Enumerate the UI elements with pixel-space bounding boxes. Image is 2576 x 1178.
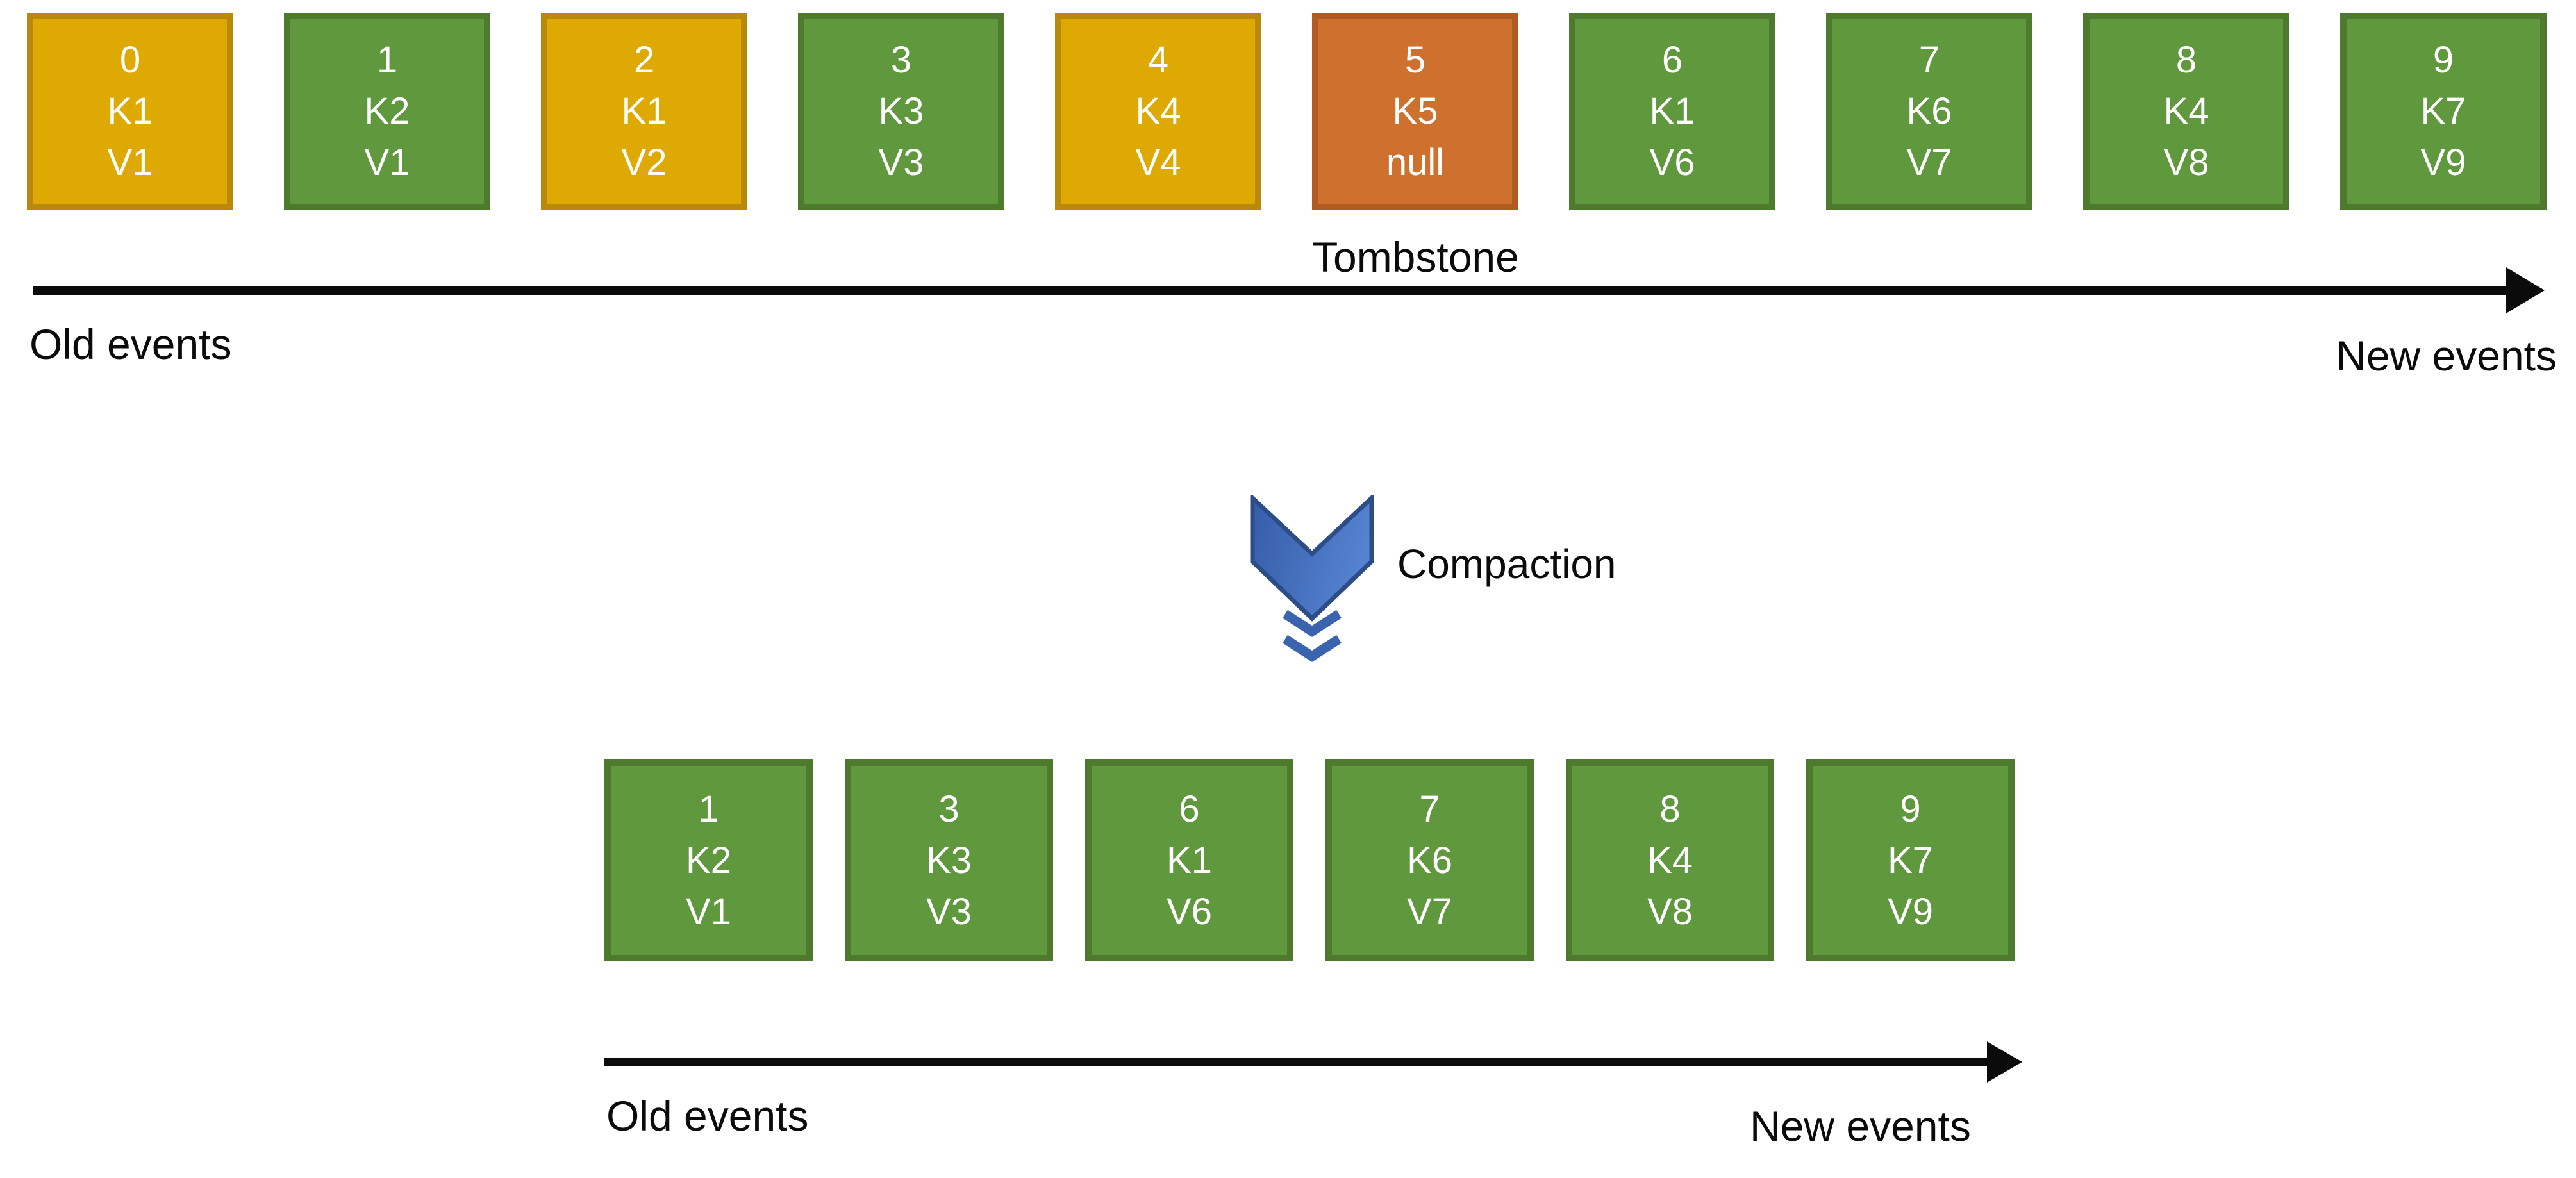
event-offset: 0: [119, 39, 141, 81]
event-offset: 4: [1147, 39, 1169, 81]
event-value: V9: [1888, 890, 1933, 933]
event-offset: 5: [1404, 39, 1426, 81]
event-offset: 1: [698, 788, 719, 830]
bottom-old-events-label: Old events: [606, 1092, 809, 1140]
event-value: V8: [2163, 142, 2209, 183]
event-value: V6: [1649, 142, 1695, 183]
event-offset: 9: [2432, 39, 2454, 81]
event-value: V2: [621, 142, 667, 183]
event-value: V9: [2420, 142, 2466, 183]
compaction-arrow-icon: [1250, 495, 1374, 662]
tombstone-label: Tombstone: [1312, 233, 1519, 281]
event-offset: 8: [1659, 788, 1681, 830]
event-value: V7: [1906, 142, 1952, 183]
event-key: K3: [878, 90, 924, 132]
event-key: K3: [926, 839, 972, 881]
bottom-new-events-label: New events: [1750, 1102, 1971, 1150]
event-offset: 3: [938, 788, 960, 830]
event-key: K6: [1906, 90, 1952, 132]
top-timeline-arrowhead-icon: [2506, 267, 2545, 313]
top-old-events-label: Old events: [29, 320, 232, 368]
event-key: K1: [1167, 839, 1212, 881]
event-value: V1: [364, 142, 410, 183]
event-value: V3: [926, 890, 972, 933]
event-value: V3: [878, 142, 924, 183]
event-offset: 2: [633, 39, 655, 81]
event-key: K4: [2163, 90, 2209, 132]
top-new-events-label: New events: [2336, 332, 2557, 379]
event-key: K2: [364, 90, 410, 132]
bottom-timeline-arrow: [604, 1058, 1992, 1066]
event-offset: 3: [890, 39, 912, 81]
event-offset: 8: [2175, 39, 2197, 81]
event-value: V8: [1647, 890, 1693, 933]
event-key: K5: [1392, 90, 1438, 132]
event-key: K7: [1888, 839, 1933, 881]
event-offset: 6: [1179, 788, 1200, 830]
event-key: K1: [621, 90, 667, 132]
event-offset: 1: [376, 39, 398, 81]
event-value: V7: [1407, 890, 1452, 933]
event-key: K6: [1407, 839, 1452, 881]
event-value: V1: [686, 890, 731, 933]
event-key: K4: [1135, 90, 1181, 132]
event-key: K1: [107, 90, 153, 132]
event-offset: 6: [1661, 39, 1683, 81]
top-timeline-arrow: [33, 286, 2508, 295]
event-key: K1: [1649, 90, 1695, 132]
event-offset: 7: [1918, 39, 1940, 81]
bottom-timeline-arrowhead-icon: [1987, 1041, 2022, 1083]
event-key: K4: [1647, 839, 1693, 881]
event-key: K2: [686, 839, 731, 881]
event-value: V4: [1135, 142, 1181, 183]
event-key: K7: [2420, 90, 2466, 132]
event-offset: 7: [1419, 788, 1440, 830]
event-offset: 9: [1900, 788, 1921, 830]
compaction-label: Compaction: [1397, 541, 1616, 587]
event-value: V6: [1167, 890, 1212, 933]
event-value: V1: [107, 142, 153, 183]
event-value: null: [1386, 142, 1445, 183]
